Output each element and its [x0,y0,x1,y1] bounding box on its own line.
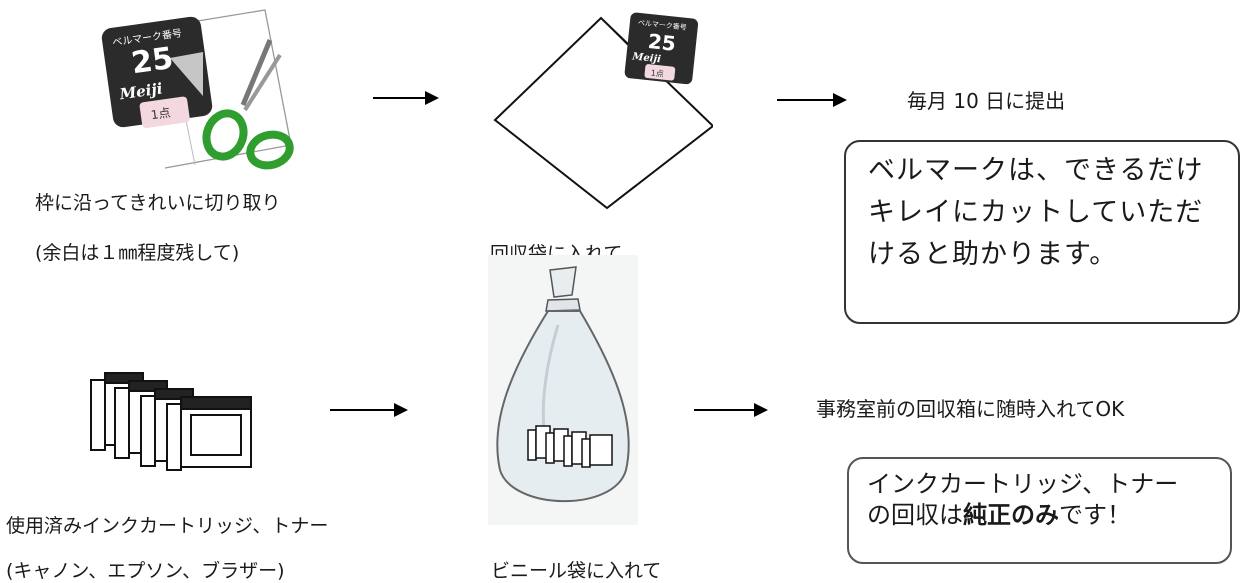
bellmark-card-small: ベルマーク番号 25 Meiji 1点 [624,12,699,85]
cut-caption-line2: (余白は１㎜程度残して) [35,242,240,264]
ink-cartridges-illustration [85,355,265,475]
note-line: キレイにカットしていただ [868,197,1204,228]
cut-bellmark-illustration: ベルマーク番号 25 Meiji 1点 [95,0,315,175]
ink-note-pre: の回収は [867,501,963,529]
bellmark-brand: Meiji [118,79,164,103]
dropoff-label: 事務室前の回収箱に随時入れてOK [816,397,1125,421]
note-line: けると助かります。 [868,239,1118,270]
bellmark-card: ベルマーク番号 25 Meiji 1点 [101,16,213,129]
items-caption-line1: 使用済みインクカートリッジ、トナー [6,515,329,537]
ink-note-line1: インクカートリッジ、トナー [867,470,1179,498]
ink-note-line2: の回収は純正のみです！ [867,500,1230,531]
items-caption-line2: (キャノン、エプソン、ブラザー) [6,560,285,582]
plastic-bag-illustration [488,255,638,525]
scissors-icon [202,39,294,170]
arrow-icon [777,93,847,107]
arrow-icon [373,91,439,105]
submit-label: 毎月 10 日に提出 [907,89,1066,113]
bag-caption: ビニール袋に入れて [491,560,662,582]
envelope-illustration: ベルマーク番号 25 Meiji 1点 [493,8,715,213]
bellmark-points-small: 1点 [650,68,664,78]
bellmark-points: 1点 [150,106,171,123]
arrow-icon [694,403,768,417]
ink-note-post: です！ [1059,501,1131,529]
bellmark-number: 25 [129,41,175,81]
bellmark-brand-small: Meiji [631,51,662,65]
ink-note-box: インクカートリッジ、トナー の回収は純正のみです！ [847,457,1232,564]
arrow-icon [330,403,408,417]
note-line: ベルマークは、できるだけ [868,155,1204,186]
ink-note-bold: 純正のみ [963,501,1059,529]
bellmark-note-box: ベルマークは、できるだけ キレイにカットしていただ けると助かります。 [844,140,1240,324]
bellmark-number-small: 25 [647,29,677,56]
cut-caption-line1: 枠に沿ってきれいに切り取り [35,192,281,214]
